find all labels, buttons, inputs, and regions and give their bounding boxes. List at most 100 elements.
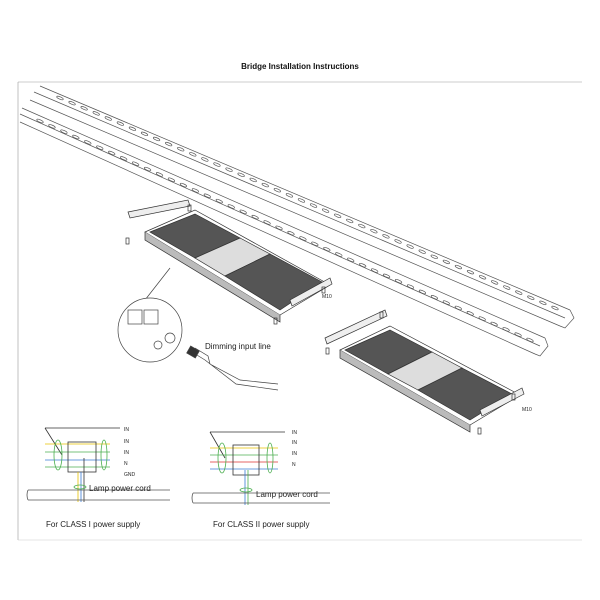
rail-slot	[227, 204, 235, 209]
rail-slot	[239, 209, 247, 214]
dimming-input-label: Dimming input line	[205, 342, 271, 351]
rail-slot	[478, 316, 486, 321]
rail-slot	[84, 140, 92, 145]
rail-slot	[430, 254, 438, 259]
terminal-label: N	[124, 461, 128, 467]
rail-slot	[323, 247, 331, 252]
terminal-label: IN	[124, 427, 129, 433]
rail-slot	[491, 280, 499, 285]
rail-slot	[36, 118, 44, 124]
rail-slot	[203, 193, 211, 198]
rail-slot	[309, 203, 318, 208]
rail-slot	[128, 126, 137, 131]
rail-slot	[152, 136, 161, 142]
rail-slot	[478, 275, 487, 280]
rail-slot	[382, 234, 390, 239]
terminal-label: IN	[292, 451, 297, 457]
rail-slot	[418, 249, 426, 254]
wiring-diagram-class2	[191, 431, 330, 505]
rail-slot	[215, 198, 223, 204]
led-module-2	[324, 309, 525, 433]
terminal-label: IN	[292, 430, 297, 436]
rail-slot	[514, 332, 522, 337]
rail-slot	[80, 106, 88, 111]
rail-slot	[526, 337, 534, 343]
lamp-cord-label: Lamp power cord	[256, 490, 318, 499]
page-title: Bridge Installation Instructions	[241, 62, 359, 71]
mounting-rail-lower	[19, 107, 549, 357]
rail-slot	[394, 279, 403, 284]
rail-slot	[285, 193, 293, 198]
rail-slot	[383, 273, 391, 279]
bracket-left	[127, 199, 191, 219]
rail-slot	[442, 259, 450, 265]
rail-slot	[515, 290, 523, 295]
rail-slot	[551, 305, 559, 311]
rail-slot	[371, 268, 379, 273]
rail-slot	[502, 327, 510, 332]
screw-icon	[477, 427, 482, 435]
rail-slot	[299, 236, 307, 241]
bracket-right	[289, 277, 333, 307]
rail-slot	[120, 156, 128, 161]
rail-slot	[251, 214, 259, 220]
rail-slot	[394, 239, 402, 244]
rail-slot	[370, 229, 378, 234]
rail-slot	[143, 166, 152, 172]
rail-slot	[297, 198, 306, 203]
rail-slot	[167, 177, 176, 182]
rail-slot	[539, 300, 547, 305]
screw-icon	[321, 286, 326, 294]
rail-slot	[430, 295, 438, 300]
rail-slot	[201, 157, 209, 162]
rail-slot	[527, 295, 535, 300]
rail-slot	[60, 129, 68, 134]
rail-slot	[454, 264, 463, 270]
rail-slot	[287, 231, 295, 236]
terminal-label: IN	[124, 439, 129, 445]
rail-slot	[334, 213, 342, 218]
rail-slot	[347, 257, 355, 263]
rail-slot	[213, 162, 221, 167]
screw-icons	[125, 204, 516, 435]
rail-slot	[263, 220, 271, 225]
rail-slot	[335, 252, 343, 257]
screw-icon	[325, 347, 330, 355]
rail-slot	[311, 241, 319, 247]
rail-slot	[104, 116, 112, 121]
terminal-label: GND	[124, 472, 136, 478]
rail-slot	[503, 285, 511, 290]
rail-slot	[96, 145, 104, 150]
terminal-label: IN	[124, 450, 129, 456]
rail-slot	[48, 124, 56, 129]
mounting-rail-upper	[29, 85, 575, 329]
terminal-label: IN	[292, 440, 297, 446]
rail-slot	[454, 305, 462, 311]
class2-caption: For CLASS II power supply	[213, 520, 310, 529]
screw-icon	[125, 237, 130, 245]
rail-slot	[179, 182, 187, 188]
rail-slot	[116, 121, 124, 126]
rail-slot	[275, 225, 283, 230]
screw-icon	[379, 311, 384, 319]
screw-icon	[511, 393, 516, 401]
lamp-cord-label: Lamp power cord	[89, 484, 151, 493]
rail-slot	[108, 150, 116, 156]
rail-slot	[191, 188, 199, 193]
rail-slot	[140, 131, 149, 136]
rail-slot	[359, 263, 367, 268]
rail-slot	[155, 172, 164, 177]
wiring-diagram-class1	[26, 427, 170, 502]
rail-slot	[406, 284, 415, 289]
rail-slot	[358, 223, 366, 229]
rail-slot	[490, 321, 498, 327]
rail-slot	[249, 177, 257, 183]
rail-slot	[177, 147, 185, 152]
rail-slot	[322, 208, 330, 213]
rail-slot	[68, 101, 76, 106]
rail-slot	[261, 182, 269, 188]
rail-slot	[273, 188, 281, 193]
rail-slot	[225, 167, 233, 172]
terminal-label: N	[292, 462, 296, 468]
